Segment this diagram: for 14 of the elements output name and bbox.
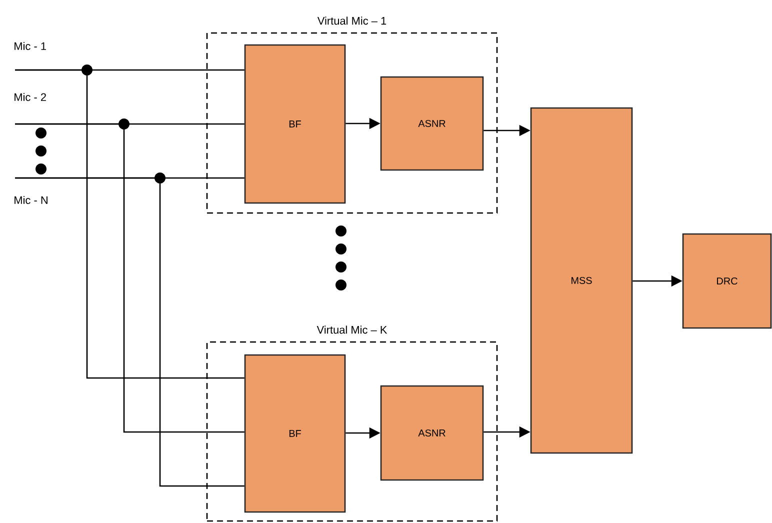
signal-line <box>15 69 244 379</box>
process-box: MSS <box>530 107 633 454</box>
process-box: DRC <box>682 233 772 329</box>
process-box: ASNR <box>380 385 484 481</box>
process-box: BF <box>244 354 346 513</box>
process-box: BF <box>244 44 346 204</box>
mic-label: Mic - 1 <box>14 42 46 50</box>
process-box: ASNR <box>380 76 484 171</box>
mic-label: Mic - N <box>14 196 48 204</box>
signal-line <box>15 123 244 433</box>
mic-label: Mic - 2 <box>14 92 46 102</box>
group-title: Virtual Mic – K <box>316 326 388 334</box>
signal-line <box>15 177 244 487</box>
group-title: Virtual Mic – 1 <box>317 16 386 25</box>
